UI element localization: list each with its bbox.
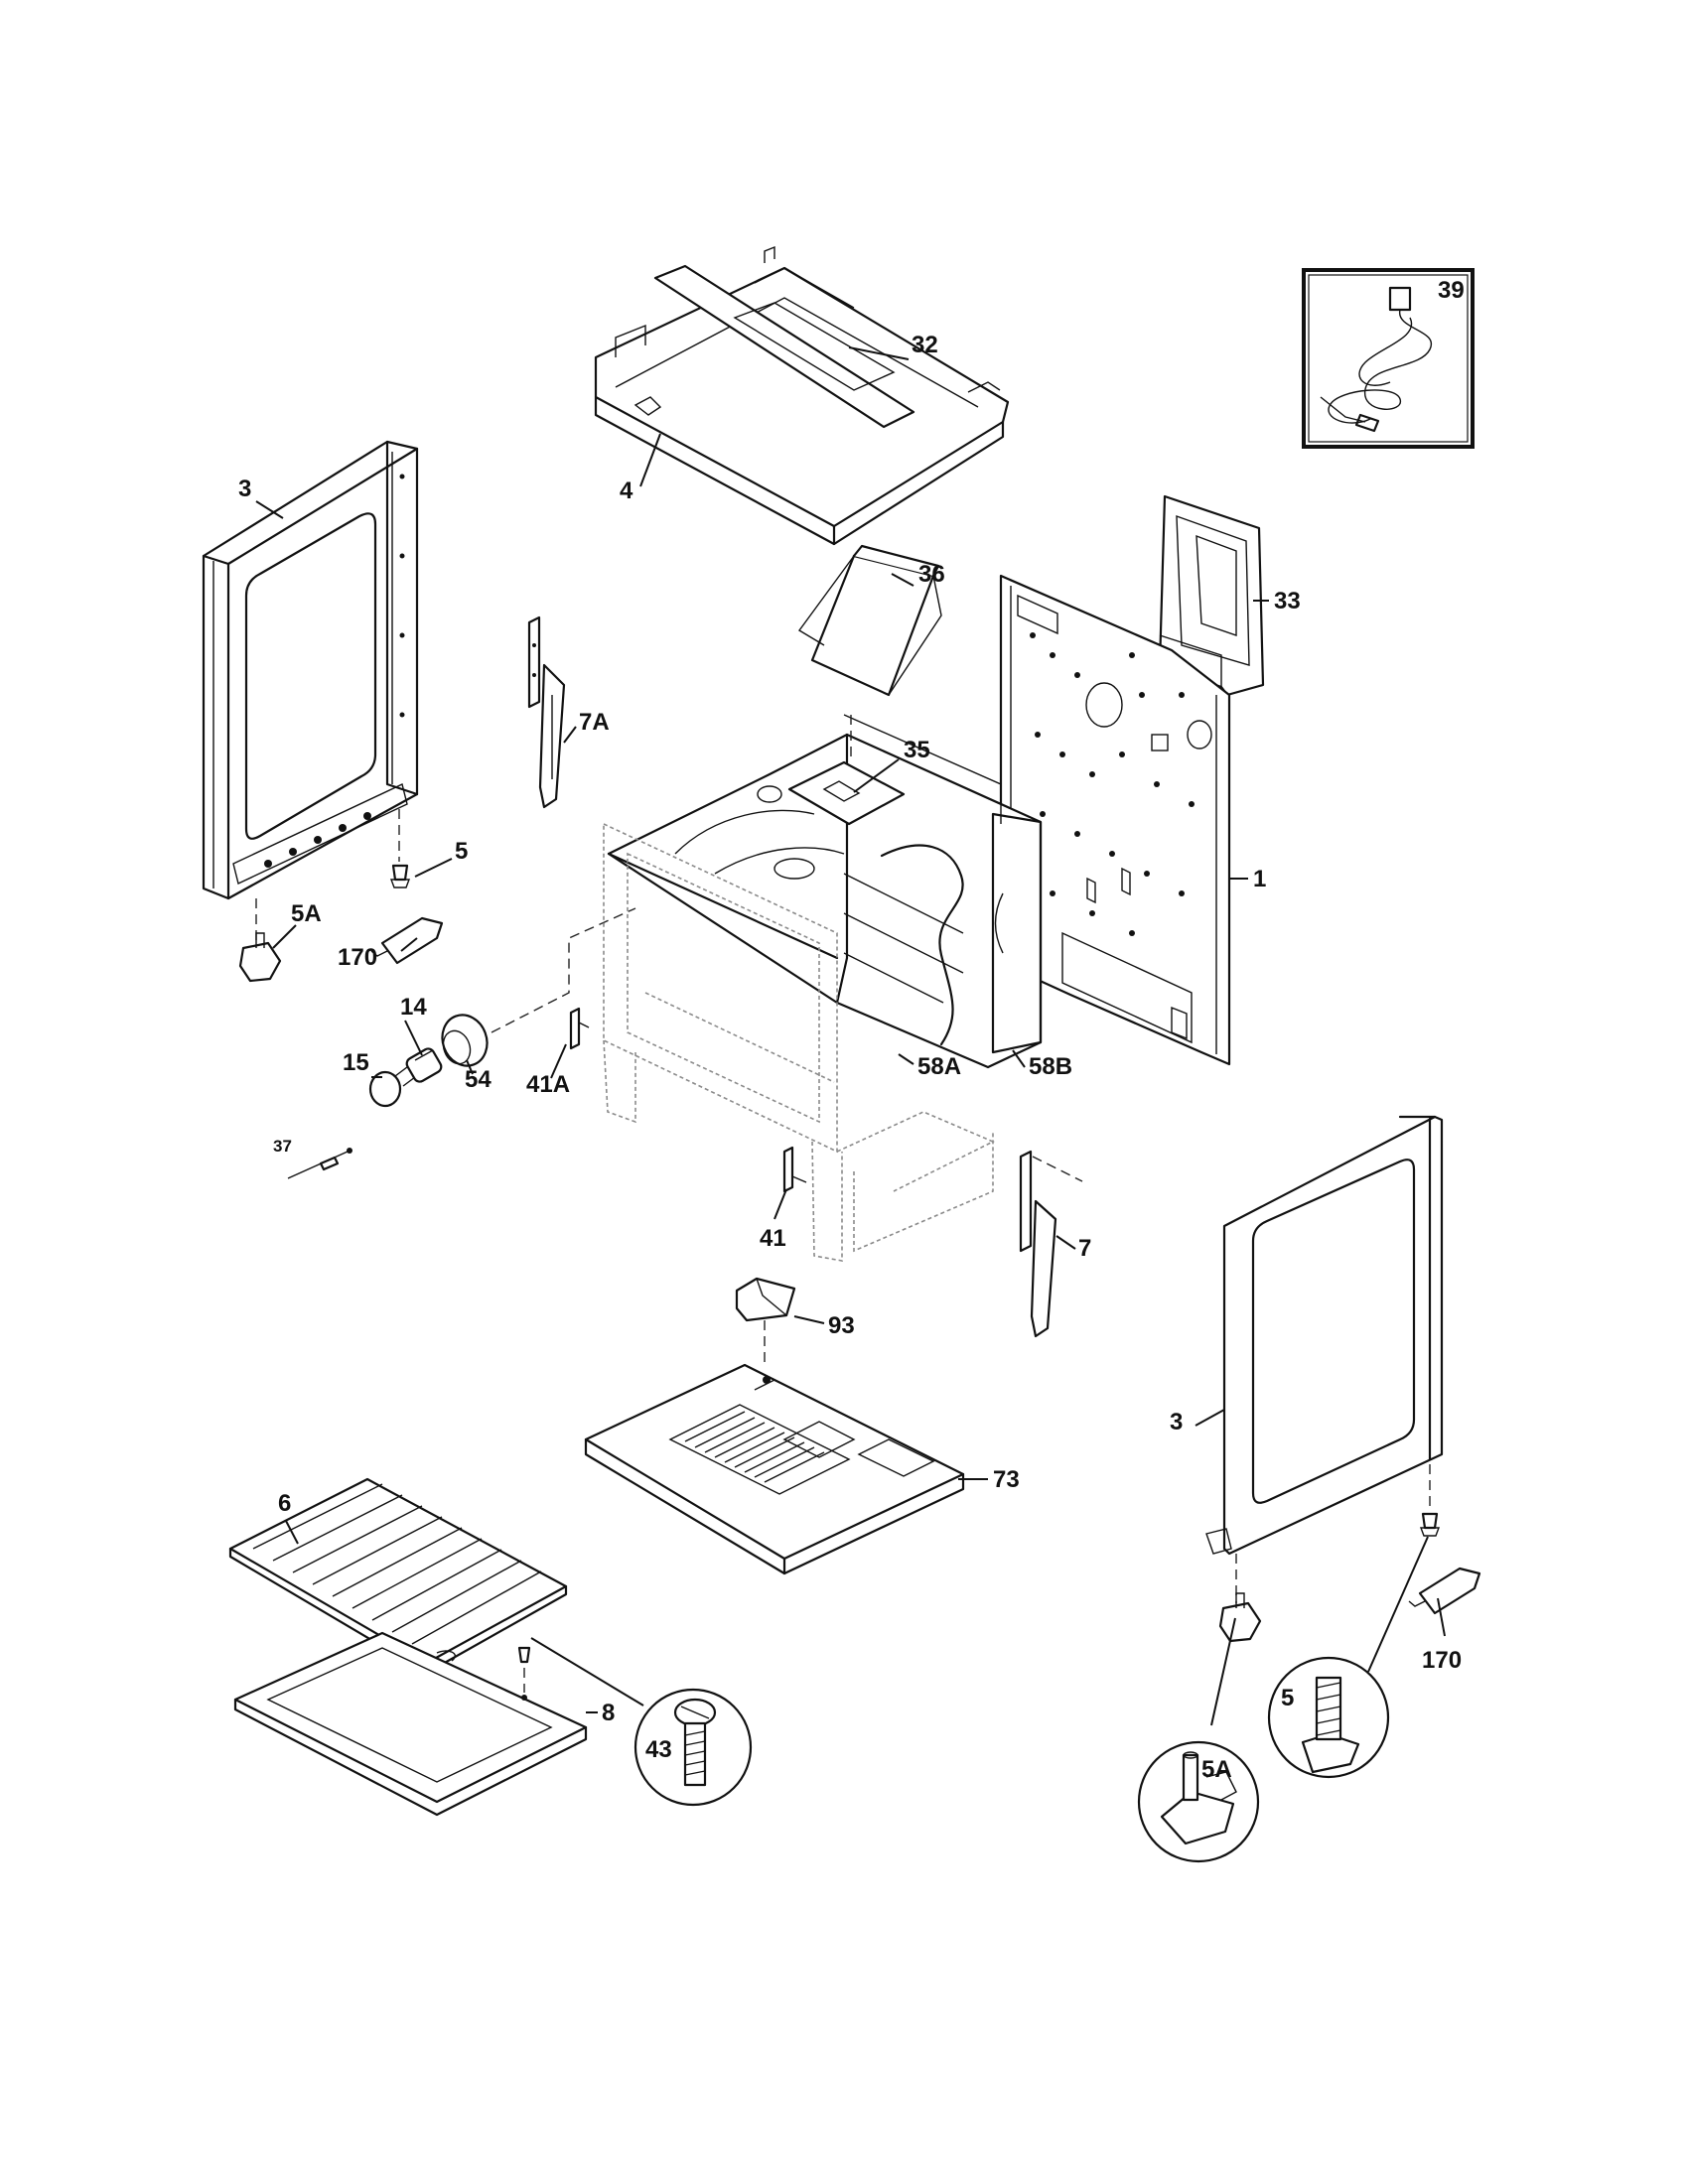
part-32-top-brace[interactable] bbox=[653, 245, 915, 429]
label-37: 37 bbox=[273, 1137, 292, 1156]
part-7-right-rack-support[interactable] bbox=[1019, 1150, 1083, 1338]
light-assembly-guide bbox=[491, 907, 636, 1033]
part-6-oven-rack[interactable] bbox=[228, 1477, 568, 1675]
label-54: 54 bbox=[465, 1066, 492, 1093]
label-3-left: 3 bbox=[238, 476, 251, 502]
label-1: 1 bbox=[1253, 866, 1266, 892]
callout-labels: 32 4 3 39 36 33 7A 35 1 5 5A 170 14 15 5… bbox=[238, 277, 1465, 1783]
part-5-detail-magnifier[interactable] bbox=[1267, 1656, 1390, 1779]
part-14-light-socket[interactable] bbox=[405, 1046, 444, 1084]
label-58B: 58B bbox=[1029, 1053, 1072, 1080]
part-54-light-lens[interactable] bbox=[435, 1009, 493, 1072]
label-39: 39 bbox=[1438, 277, 1465, 304]
part-58A-insulation-wrap[interactable] bbox=[674, 785, 964, 1046]
label-6: 6 bbox=[278, 1490, 291, 1517]
part-5A-right-hinge-bracket[interactable] bbox=[1218, 1554, 1262, 1643]
part-73-bottom-panel[interactable] bbox=[584, 1363, 965, 1575]
label-14: 14 bbox=[400, 994, 427, 1021]
label-41A: 41A bbox=[526, 1071, 570, 1098]
part-5A-left-hinge-bracket[interactable] bbox=[238, 898, 282, 983]
label-5A-right: 5A bbox=[1201, 1756, 1232, 1783]
label-73: 73 bbox=[993, 1466, 1020, 1493]
part-7A-left-rack-support[interactable] bbox=[527, 615, 566, 809]
label-5-right: 5 bbox=[1281, 1685, 1294, 1711]
part-39-power-cord-inset[interactable] bbox=[1302, 268, 1475, 449]
part-5-left-leveler[interactable] bbox=[389, 809, 411, 888]
part-5A-detail-magnifier[interactable] bbox=[1137, 1740, 1260, 1863]
label-170-right: 170 bbox=[1422, 1647, 1462, 1674]
label-170-left: 170 bbox=[338, 944, 377, 971]
part-8-broil-pan[interactable] bbox=[233, 1631, 588, 1817]
part-43-screw-detail[interactable] bbox=[633, 1688, 753, 1807]
label-7: 7 bbox=[1078, 1235, 1091, 1262]
label-8: 8 bbox=[602, 1700, 615, 1726]
label-41: 41 bbox=[760, 1225, 786, 1252]
part-41-clip[interactable] bbox=[782, 1146, 807, 1193]
oven-body-ghost bbox=[603, 822, 995, 1262]
part-41A-clip[interactable] bbox=[569, 1007, 590, 1050]
label-32: 32 bbox=[912, 332, 938, 358]
label-3-right: 3 bbox=[1170, 1409, 1183, 1435]
label-36: 36 bbox=[918, 561, 945, 588]
label-5A-left: 5A bbox=[291, 900, 322, 927]
part-5-right-leveler[interactable] bbox=[1419, 1464, 1441, 1537]
part-3-left-oven-door[interactable] bbox=[202, 440, 419, 900]
part-170-right-hinge-clip[interactable] bbox=[1408, 1567, 1481, 1615]
part-35-vent-bracket[interactable] bbox=[787, 715, 906, 826]
part-170-left-hinge-clip[interactable] bbox=[370, 916, 444, 965]
label-93: 93 bbox=[828, 1312, 855, 1339]
part-93-block[interactable] bbox=[735, 1277, 796, 1362]
label-5-left: 5 bbox=[455, 838, 468, 865]
label-33: 33 bbox=[1274, 588, 1301, 614]
label-4: 4 bbox=[620, 478, 633, 504]
label-35: 35 bbox=[904, 737, 930, 763]
part-58B-insulation-outer[interactable] bbox=[991, 812, 1043, 1054]
part-1-back-panel[interactable] bbox=[999, 574, 1231, 1066]
label-7A: 7A bbox=[579, 709, 610, 736]
label-43: 43 bbox=[645, 1736, 672, 1763]
leader-lines bbox=[255, 346, 1446, 1726]
part-36-vent-duct[interactable] bbox=[797, 544, 942, 697]
part-4-top-frame[interactable] bbox=[594, 266, 1010, 546]
oven-cavity bbox=[607, 714, 1043, 1069]
label-58A: 58A bbox=[917, 1053, 961, 1080]
label-15: 15 bbox=[343, 1049, 369, 1076]
part-37-wire[interactable] bbox=[287, 1148, 352, 1179]
part-3-right-side-panel[interactable] bbox=[1205, 1115, 1444, 1556]
